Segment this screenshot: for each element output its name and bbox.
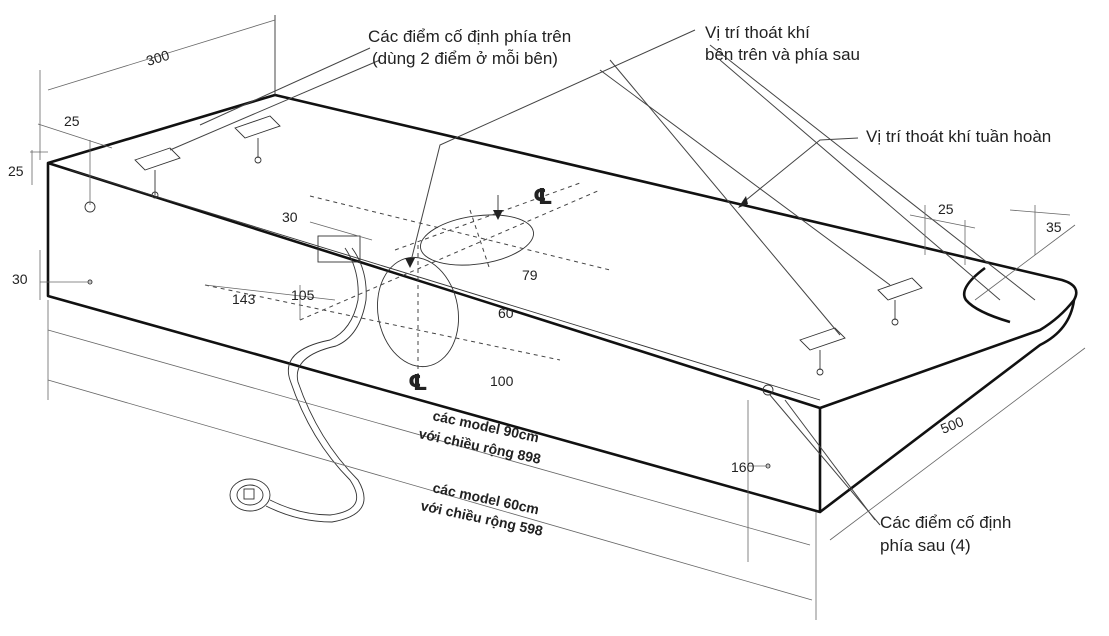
hood-body: [46, 15, 1078, 514]
top-fix-callout-line2: (dùng 2 điểm ở mỗi bên): [372, 49, 558, 68]
recirc-callout: Vị trí thoát khí tuần hoàn: [866, 127, 1051, 146]
rear-exhaust-outlet: [377, 256, 459, 368]
bracket-left-1: [134, 147, 181, 171]
dim-30-slot: 30: [282, 209, 298, 225]
front-face-edge: [46, 161, 822, 514]
centerline-symbol-rear: ℄: [408, 370, 428, 395]
leader-lines: [169, 29, 1036, 526]
exhaust-callout-line1: Vị trí thoát khí: [705, 23, 810, 42]
cable-entry: [317, 235, 361, 263]
dim-60: 60: [498, 305, 514, 321]
right-side-edge: [819, 299, 1076, 514]
bracket-right-1: [799, 327, 846, 351]
bracket-left-2: [234, 115, 281, 139]
dim-143: 143: [232, 291, 256, 307]
top-brackets: [134, 115, 923, 376]
dimension-lines: [30, 19, 1086, 620]
rear-fix-callout-line2: phía sau (4): [880, 536, 971, 555]
recirc-slot-curve: [962, 266, 1011, 324]
rear-fix-callout-line1: Các điểm cố định: [880, 513, 1011, 532]
rear-fix-hole-right: [762, 384, 774, 396]
top-face-edge: [47, 93, 1078, 410]
power-cord: [229, 235, 367, 523]
dim-100: 100: [490, 373, 514, 389]
dim-160: 160: [731, 459, 755, 475]
dim-25-left: 25: [8, 163, 24, 179]
dim-300: 300: [144, 47, 171, 69]
dim-79: 79: [522, 267, 538, 283]
plug-icon: [229, 478, 271, 512]
dim-105: 105: [291, 287, 315, 303]
dim-30-left: 30: [12, 271, 28, 287]
dim-25-right: 25: [938, 201, 954, 217]
centerline-symbol-top: ℄: [533, 184, 553, 209]
dim-500: 500: [938, 413, 966, 437]
top-fix-callout-line1: Các điểm cố định phía trên: [368, 27, 571, 46]
dim-25-top: 25: [64, 113, 80, 129]
dim-35: 35: [1046, 219, 1062, 235]
top-exhaust-outlet: [420, 214, 534, 266]
bracket-right-2: [877, 277, 923, 301]
exhaust-callout-line2: bên trên và phía sau: [705, 45, 860, 64]
